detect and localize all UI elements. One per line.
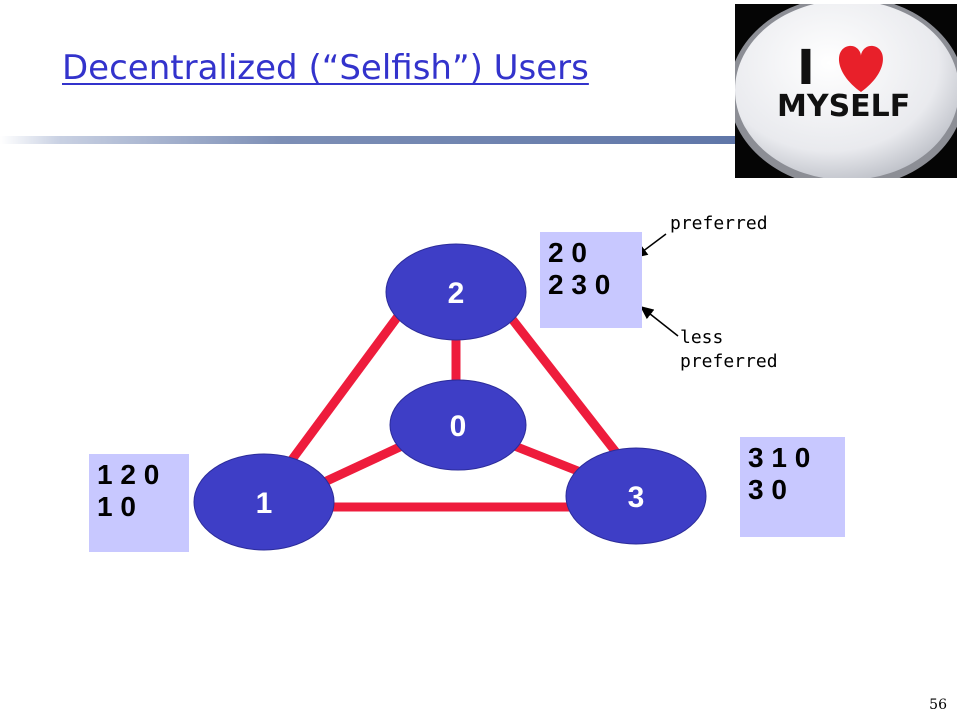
- node-2-path-list: 2 0 2 3 0: [540, 232, 642, 328]
- node-2: 2: [385, 243, 527, 341]
- node-1-label: 1: [256, 487, 273, 520]
- title-divider-bar: [0, 136, 740, 144]
- badge-heart-icon: [839, 45, 883, 92]
- preferred-annotation: preferred: [670, 213, 768, 234]
- node-0-label: 0: [450, 410, 467, 443]
- node-1-preferred-path: 1 2 0: [97, 459, 160, 490]
- node-3-label: 3: [628, 481, 645, 514]
- less-preferred-annotation: less preferred: [680, 326, 778, 374]
- i-love-myself-badge-image: I MYSELF: [735, 4, 957, 178]
- node-3: 3: [565, 447, 707, 545]
- node-3-path-list: 3 1 0 3 0: [740, 437, 845, 537]
- slide-title: Decentralized (“Selfish”) Users: [62, 48, 589, 88]
- node-1-less-preferred-path: 1 0: [97, 491, 136, 522]
- edge-1-0: [316, 440, 406, 490]
- node-1: 1: [193, 453, 335, 551]
- less-preferred-line1: less: [680, 327, 724, 348]
- badge-word-myself: MYSELF: [777, 89, 910, 124]
- graph-nodes: 2 0 1 3: [193, 243, 707, 551]
- node-3-preferred-path: 3 1 0: [748, 442, 811, 473]
- badge-letter-i: I: [797, 40, 815, 96]
- badge-picture: I MYSELF: [735, 4, 957, 178]
- edge-0-3: [510, 440, 590, 480]
- node-2-less-preferred-path: 2 3 0: [548, 269, 611, 300]
- edge-2-3: [501, 307, 626, 463]
- edge-1-2: [284, 297, 414, 468]
- node-0: 0: [389, 379, 527, 471]
- node-1-path-list: 1 2 0 1 0: [89, 454, 189, 552]
- node-2-label: 2: [448, 277, 465, 310]
- slide-number: 56: [929, 697, 947, 713]
- node-2-preferred-path: 2 0: [548, 237, 587, 268]
- less-preferred-line2: preferred: [680, 351, 778, 372]
- less-preferred-arrow: [639, 305, 679, 337]
- node-3-less-preferred-path: 3 0: [748, 474, 787, 505]
